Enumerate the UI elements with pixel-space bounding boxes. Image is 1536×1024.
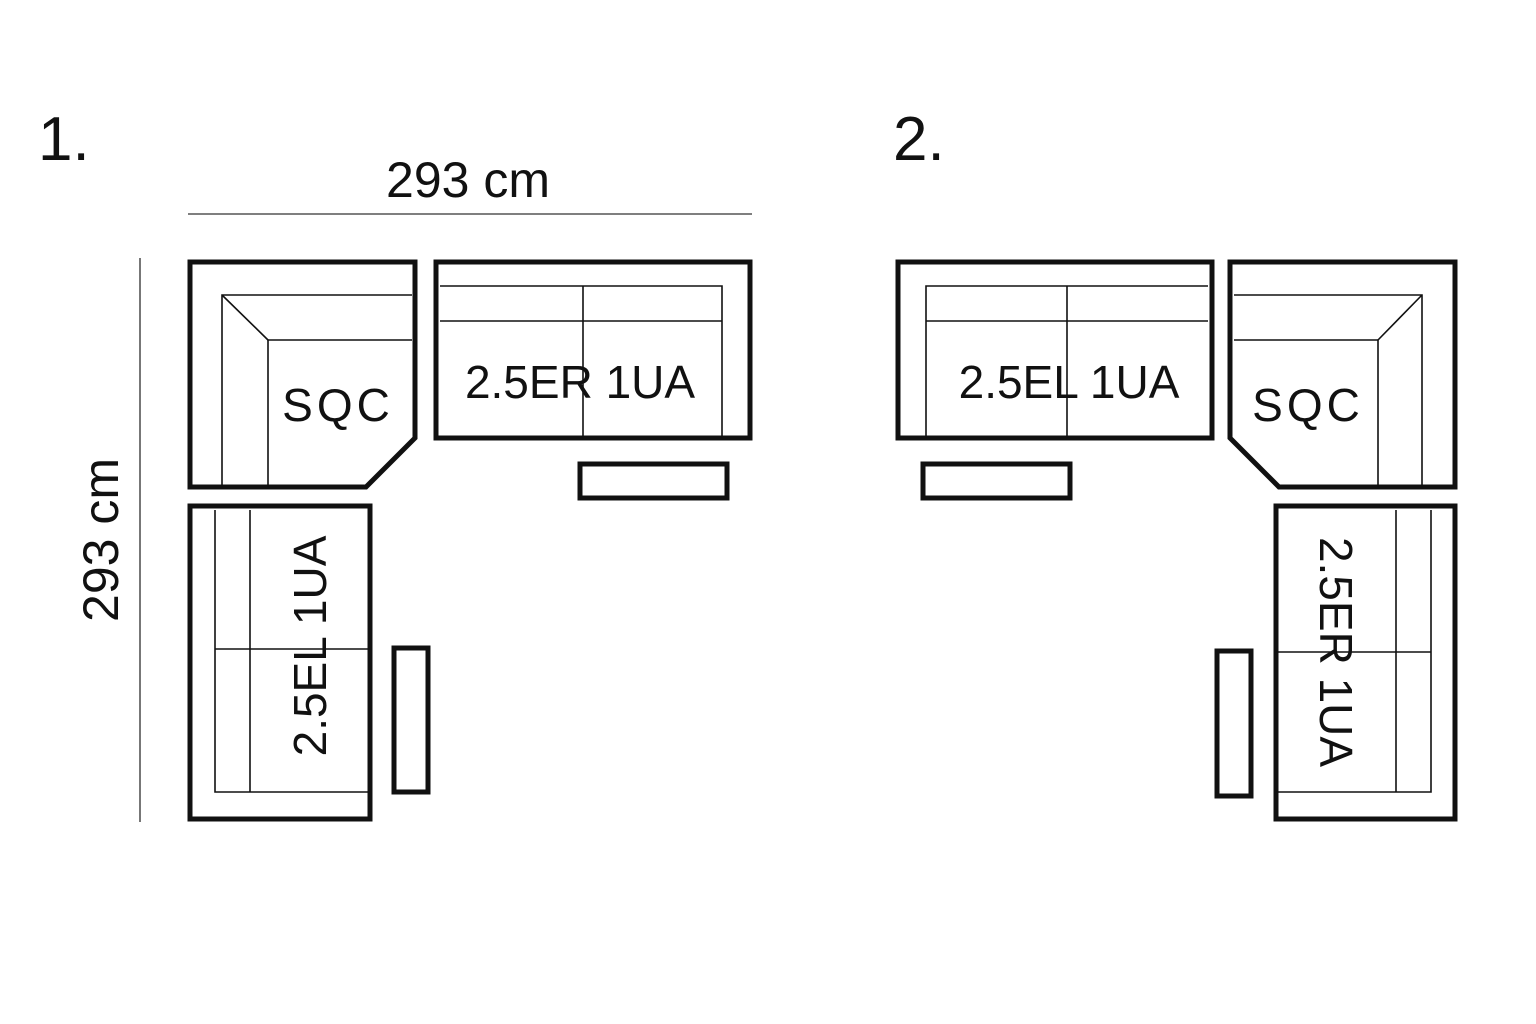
corner-module-outline [1227,259,1458,490]
layout-1-number: 1. [38,105,90,174]
corner-module-label: SQC [282,379,394,431]
top-sofa-back-armrest [440,285,723,438]
depth-dimension: 293 cm [73,258,141,822]
corner-module-sqc: SQC [1227,259,1458,490]
corner-module-sqc: SQC [187,259,418,490]
side-sofa-label: 2.5EL 1UA [284,535,336,756]
side-sofa-back-armrest [1276,510,1432,793]
top-sofa-outline [895,259,1215,441]
side-table [1214,648,1254,799]
width-dimension-label: 293 cm [386,152,550,208]
layout-2-number: 2. [893,105,945,174]
corner-backrest-diagonal [1377,294,1423,341]
side-sofa-label: 2.5ER 1UA [1310,537,1362,767]
top-sofa-module: 2.5EL 1UA [895,259,1215,441]
layout-2: 2. 2.5EL 1UA SQC 2.5ER 1UA [893,105,1458,822]
top-sofa-label: 2.5ER 1UA [465,356,695,408]
width-dimension: 293 cm [188,152,752,215]
top-sofa-back-armrest [925,285,1208,438]
top-sofa-module: 2.5ER 1UA [433,259,753,441]
corner-module-outline [187,259,418,490]
depth-dimension-label: 293 cm [73,458,129,622]
side-table [391,645,431,795]
top-side-table [920,461,1073,501]
side-sofa-module: 2.5ER 1UA [1273,503,1458,822]
side-sofa-outline [187,503,373,822]
side-sofa-outline [1273,503,1458,822]
top-sofa-outline [433,259,753,441]
corner-backrest-diagonal [221,294,269,341]
top-side-table [577,461,730,501]
layout-1: 1. 293 cm 293 cm SQC 2.5ER 1UA [38,105,753,822]
top-sofa-label: 2.5EL 1UA [959,356,1180,408]
side-sofa-back-armrest [214,510,370,793]
corner-module-label: SQC [1252,379,1364,431]
side-sofa-module: 2.5EL 1UA [187,503,373,822]
